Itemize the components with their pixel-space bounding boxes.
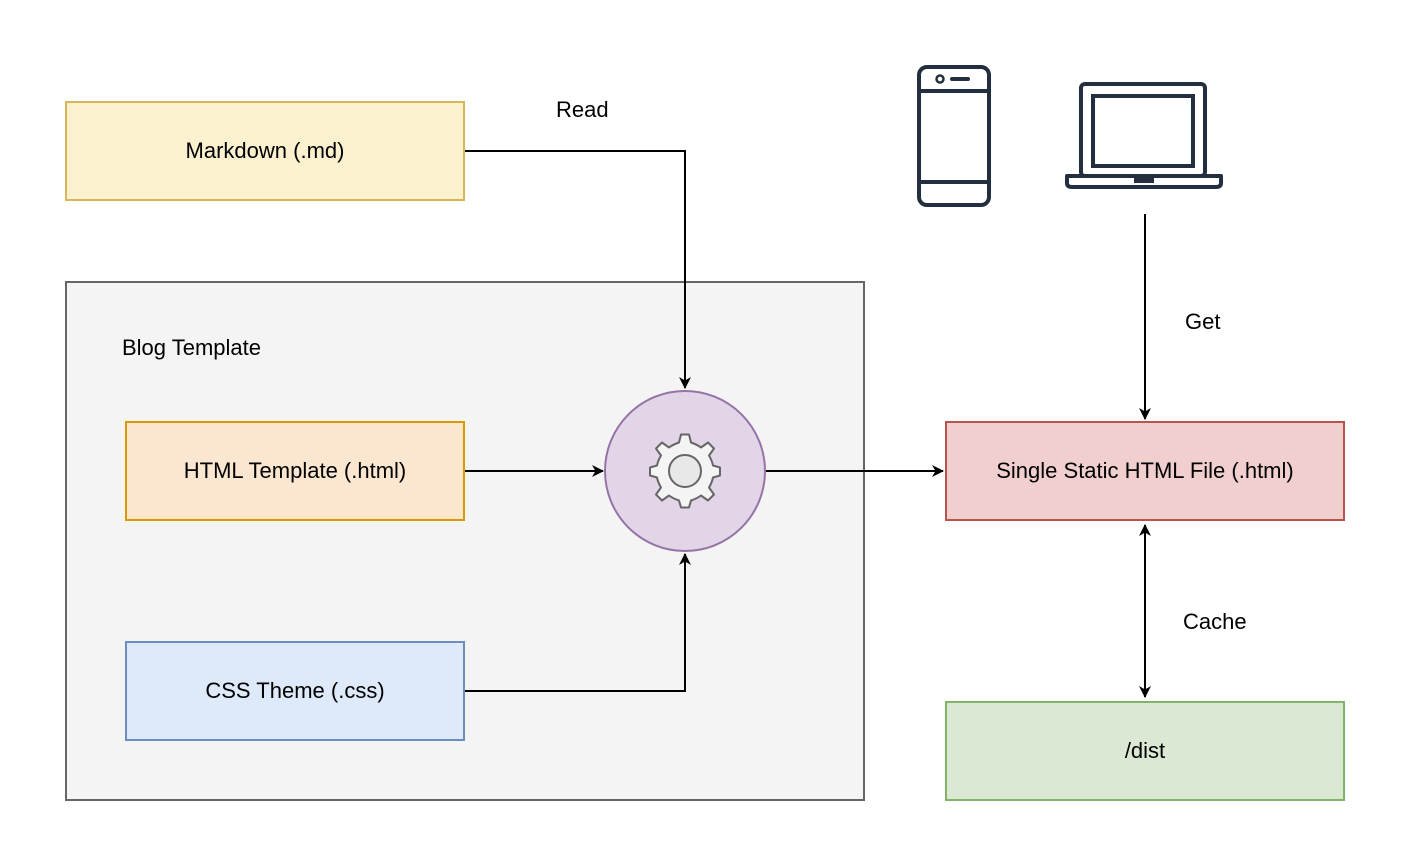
- css-theme-node[interactable]: CSS Theme (.css): [125, 641, 465, 741]
- dist-folder-node[interactable]: /dist: [945, 701, 1345, 801]
- edge-label-cache: Cache: [1183, 609, 1247, 634]
- processor-node[interactable]: [604, 390, 766, 552]
- static-html-output-node[interactable]: Single Static HTML File (.html): [945, 421, 1345, 521]
- html-template-node[interactable]: HTML Template (.html): [125, 421, 465, 521]
- gear-icon: [649, 433, 721, 509]
- blog-template-label: Blog Template: [122, 335, 262, 360]
- markdown-node[interactable]: Markdown (.md): [65, 101, 465, 201]
- edge-read: [465, 150, 691, 389]
- edge-css-theme: [465, 553, 691, 692]
- edge-label-read: Read: [556, 97, 609, 122]
- laptop-icon: [1065, 82, 1223, 189]
- edge-label-get: Get: [1185, 309, 1221, 334]
- smartphone-icon: [917, 65, 991, 207]
